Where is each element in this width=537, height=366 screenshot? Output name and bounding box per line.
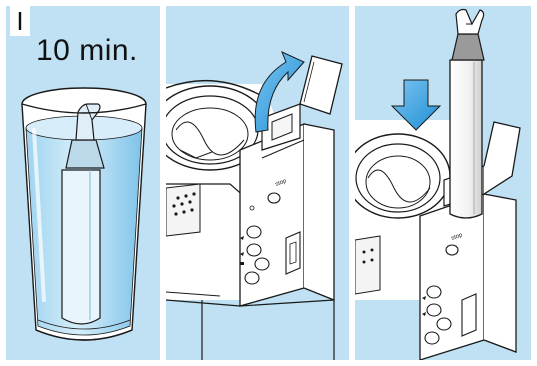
soak-duration: 10 min. xyxy=(36,34,138,68)
filter-cartridge xyxy=(450,60,482,218)
keypad-grid xyxy=(166,184,200,236)
step-label: I xyxy=(10,6,30,36)
glass-with-filter xyxy=(22,88,146,340)
